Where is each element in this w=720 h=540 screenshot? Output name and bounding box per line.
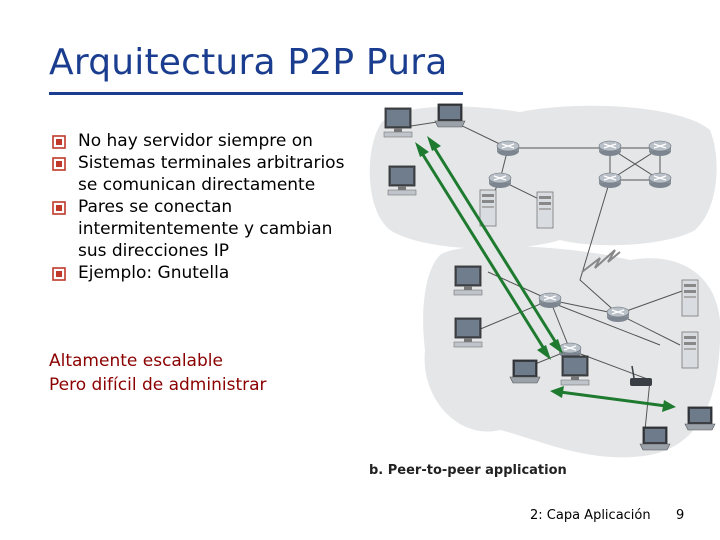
footer-chapter: 2: Capa Aplicación (530, 508, 651, 523)
router-icon (606, 306, 630, 323)
page-number: 9 (676, 508, 685, 523)
wireless-access-point-icon (630, 365, 652, 386)
red-bullet-icon (52, 201, 66, 215)
p2p-link-arrow (427, 136, 563, 354)
router-icon (496, 140, 520, 157)
router-icon (488, 172, 512, 189)
notes-block: Altamente escalable Pero difícil de admi… (49, 349, 267, 397)
bullet-item: Sistemas terminales arbitrarios se comun… (52, 152, 362, 196)
red-bullet-icon (52, 157, 66, 171)
laptop-icon (434, 103, 466, 128)
network-cloud-top (369, 105, 717, 249)
wireless-link-bolt (581, 249, 621, 273)
server-icon (479, 189, 497, 227)
router-icon (648, 140, 672, 157)
desktop-icon (453, 317, 483, 348)
desktop-icon (560, 355, 590, 386)
laptop-icon (684, 406, 716, 431)
router-icon (648, 172, 672, 189)
laptop-icon (639, 426, 671, 451)
server-icon (681, 331, 699, 369)
p2p-link-arrow (415, 142, 551, 360)
laptop-icon (509, 359, 541, 384)
desktop-icon (383, 107, 413, 138)
bullet-list: No hay servidor siempre on Sistemas term… (52, 130, 362, 284)
server-icon (536, 191, 554, 229)
bullet-text: Sistemas terminales arbitrarios se comun… (78, 153, 345, 195)
title-underline (49, 92, 463, 95)
bullet-item: Pares se conectan intermitentemente y ca… (52, 196, 362, 262)
slide-title: Arquitectura P2P Pura (49, 42, 448, 83)
note-scalable: Altamente escalable (49, 351, 223, 371)
router-icon (538, 292, 562, 309)
note-hard-admin: Pero difícil de administrar (49, 375, 267, 395)
bullet-item: No hay servidor siempre on (52, 130, 362, 152)
bullet-text: Pares se conectan intermitentemente y ca… (78, 197, 333, 261)
server-icon (681, 279, 699, 317)
bullet-item: Ejemplo: Gnutella (52, 262, 362, 284)
p2p-link-arrow (550, 386, 676, 412)
router-icon (598, 172, 622, 189)
bullet-text: Ejemplo: Gnutella (78, 263, 230, 283)
red-bullet-icon (52, 135, 66, 149)
p2p-network-diagram (369, 103, 720, 458)
red-bullet-icon (52, 267, 66, 281)
router-icon (598, 140, 622, 157)
desktop-icon (387, 165, 417, 196)
bullet-text: No hay servidor siempre on (78, 131, 313, 151)
figure-caption: b. Peer-to-peer application (369, 463, 567, 478)
desktop-icon (453, 265, 483, 296)
